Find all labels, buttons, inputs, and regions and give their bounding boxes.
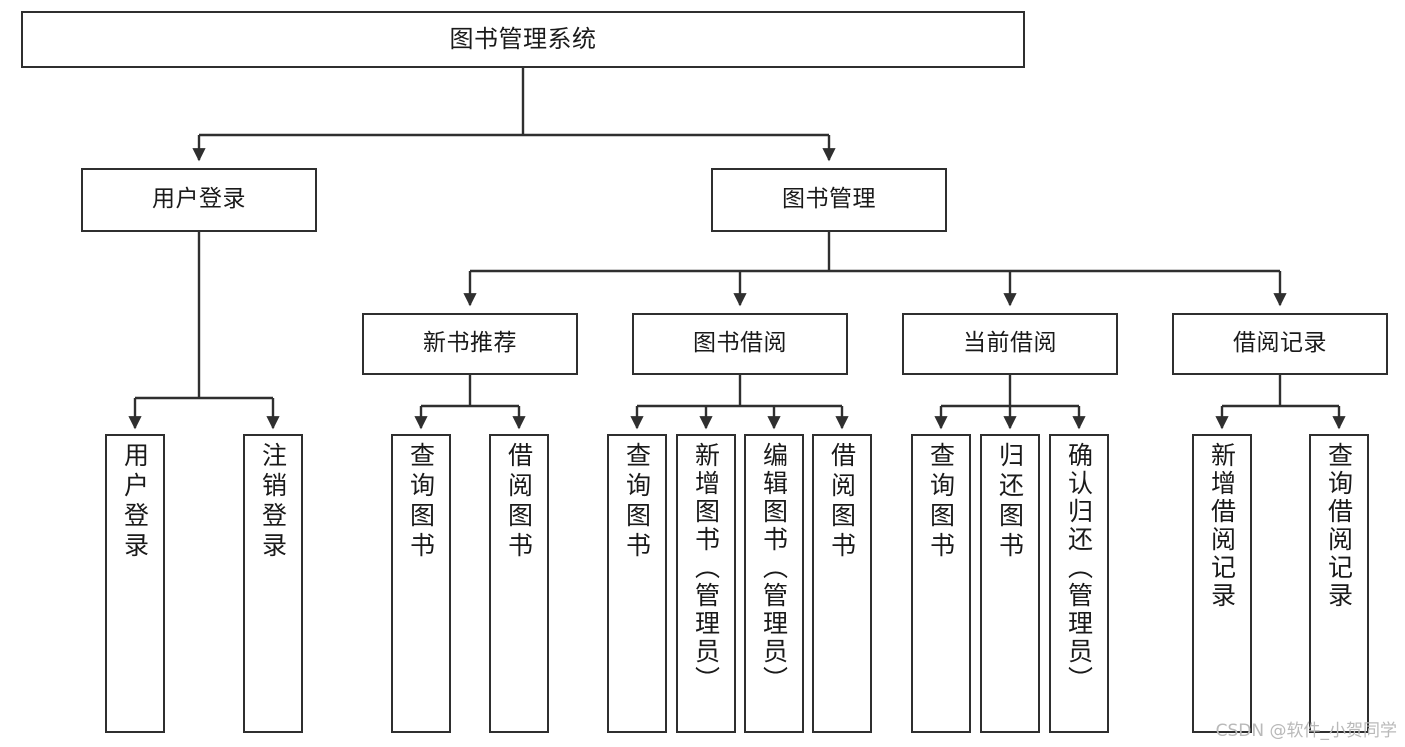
node-book-borrow[interactable]: 图书借阅 [632,313,848,375]
node-leaf-return-book-label: 归还图书 [995,442,1025,562]
node-leaf-borrow-book-label: 借阅图书 [827,442,857,562]
node-leaf-borrow-query-book-label: 查询图书 [622,442,652,562]
node-leaf-return-book[interactable]: 归还图书 [980,434,1040,733]
node-root-label: 图书管理系统 [449,25,597,54]
node-leaf-add-book-admin[interactable]: 新增图书（管理员） [676,434,736,733]
node-user-login-label: 用户登录 [152,186,246,213]
node-leaf-user-login[interactable]: 用户登录 [105,434,165,733]
node-leaf-query-borrow-record-label: 查询借阅记录 [1324,442,1354,610]
node-borrow-records[interactable]: 借阅记录 [1172,313,1388,375]
node-new-book-recommend[interactable]: 新书推荐 [362,313,578,375]
node-leaf-newbook-borrow-book[interactable]: 借阅图书 [489,434,549,733]
node-leaf-newbook-query-book-label: 查询图书 [406,442,436,562]
node-leaf-add-borrow-record[interactable]: 新增借阅记录 [1192,434,1252,733]
node-book-management[interactable]: 图书管理 [711,168,947,232]
node-book-borrow-label: 图书借阅 [693,330,787,357]
node-leaf-query-borrow-record[interactable]: 查询借阅记录 [1309,434,1369,733]
node-leaf-newbook-borrow-book-label: 借阅图书 [504,442,534,562]
node-leaf-add-borrow-record-label: 新增借阅记录 [1207,442,1237,610]
node-leaf-add-book-admin-label: 新增图书（管理员） [691,442,721,694]
node-book-management-label: 图书管理 [782,186,876,213]
node-borrow-records-label: 借阅记录 [1233,330,1327,357]
node-leaf-logout-label: 注销登录 [258,442,288,562]
node-leaf-confirm-return-admin[interactable]: 确认归还（管理员） [1049,434,1109,733]
node-leaf-confirm-return-admin-label: 确认归还（管理员） [1064,442,1094,694]
node-current-borrow-label: 当前借阅 [963,330,1057,357]
node-leaf-current-query-book[interactable]: 查询图书 [911,434,971,733]
node-user-login[interactable]: 用户登录 [81,168,317,232]
node-leaf-current-query-book-label: 查询图书 [926,442,956,562]
node-leaf-borrow-book[interactable]: 借阅图书 [812,434,872,733]
node-leaf-newbook-query-book[interactable]: 查询图书 [391,434,451,733]
node-leaf-logout[interactable]: 注销登录 [243,434,303,733]
node-leaf-borrow-query-book[interactable]: 查询图书 [607,434,667,733]
node-new-book-recommend-label: 新书推荐 [423,330,517,357]
watermark: CSDN @软件_小贺同学 [1215,721,1397,741]
node-leaf-user-login-label: 用户登录 [120,442,150,562]
node-leaf-edit-book-admin[interactable]: 编辑图书（管理员） [744,434,804,733]
node-current-borrow[interactable]: 当前借阅 [902,313,1118,375]
node-root[interactable]: 图书管理系统 [21,11,1025,68]
node-leaf-edit-book-admin-label: 编辑图书（管理员） [759,442,789,694]
